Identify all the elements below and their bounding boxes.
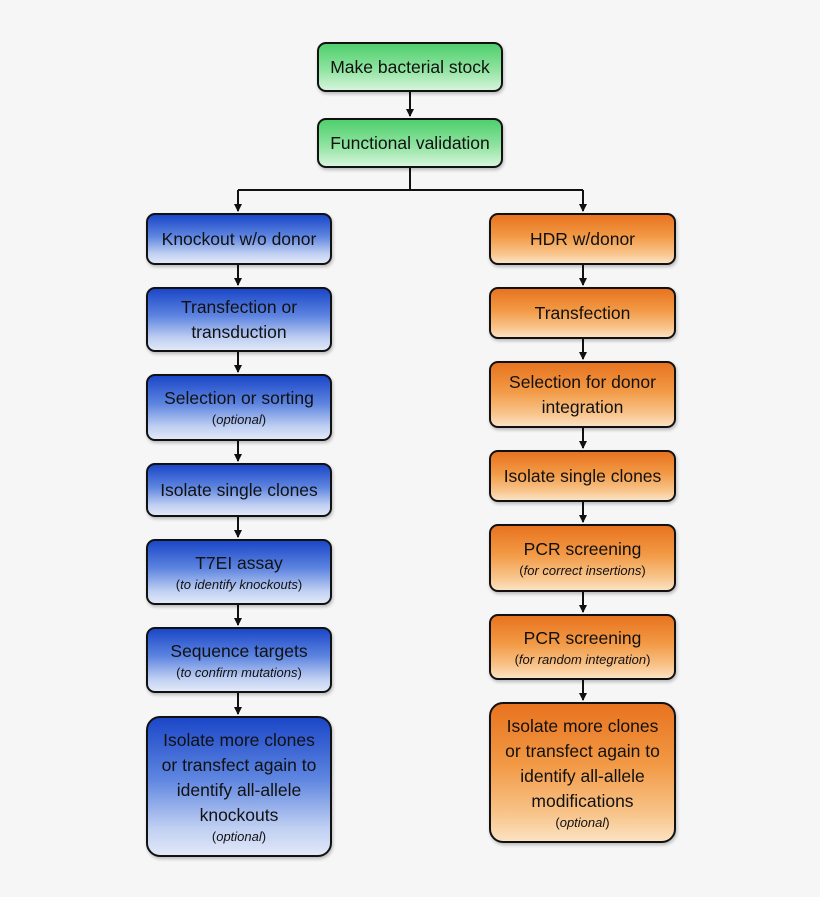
knockout-label: Knockout w/o donor — [161, 228, 317, 249]
isolate-more-clones-right-note: (optional) — [555, 814, 610, 830]
make-bacterial-stock-box: Make bacterial stock — [317, 42, 503, 92]
selection-sorting-label: Selection or sorting — [164, 388, 314, 408]
pcr-screening-random-note: (for random integration) — [514, 651, 651, 667]
selection-sorting-box: Selection or sorting (optional) — [146, 374, 332, 441]
sequence-targets-label: Sequence targets — [170, 640, 308, 661]
pcr-screening-insertions-note: (for correct insertions) — [519, 562, 646, 578]
isolate-more-clones-left-label: Isolate more clones or transfect again t… — [161, 729, 317, 825]
pcr-screening-random-box: PCR screening (for random integration) — [489, 614, 676, 680]
isolate-more-clones-left-box: Isolate more clones or transfect again t… — [146, 716, 332, 857]
pcr-screening-insertions-box: PCR screening (for correct insertions) — [489, 524, 676, 592]
knockout-box: Knockout w/o donor — [146, 213, 332, 265]
isolate-single-clones-right-box: Isolate single clones — [489, 450, 676, 502]
isolate-single-clones-left-box: Isolate single clones — [146, 463, 332, 517]
isolate-more-clones-right-label: Isolate more clones or transfect again t… — [505, 715, 660, 811]
make-bacterial-stock-label: Make bacterial stock — [330, 56, 490, 77]
transfection-right-box: Transfection — [489, 287, 676, 339]
transfection-right-label: Transfection — [534, 302, 631, 323]
functional-validation-box: Functional validation — [317, 118, 503, 168]
sequence-targets-box: Sequence targets (to confirm mutations) — [146, 627, 332, 693]
pcr-screening-insertions-label: PCR screening — [523, 538, 642, 559]
t7ei-assay-note: (to identify knockouts) — [175, 576, 303, 592]
isolate-more-clones-left-note: (optional) — [211, 828, 267, 844]
t7ei-assay-box: T7EI assay (to identify knockouts) — [146, 539, 332, 605]
isolate-single-clones-left-label: Isolate single clones — [160, 479, 318, 500]
selection-sorting-note: (optional) — [211, 412, 267, 427]
pcr-screening-random-label: PCR screening — [523, 627, 642, 648]
hdr-donor-label: HDR w/donor — [529, 228, 636, 249]
hdr-donor-box: HDR w/donor — [489, 213, 676, 265]
isolate-more-clones-right-box: Isolate more clones or transfect again t… — [489, 702, 676, 843]
transfection-transduction-box: Transfection or transduction — [146, 287, 332, 352]
sequence-targets-note: (to confirm mutations) — [176, 664, 302, 680]
selection-donor-integration-box: Selection for donor integration — [489, 361, 676, 428]
transfection-transduction-label: Transfection or transduction — [180, 296, 298, 342]
isolate-single-clones-right-label: Isolate single clones — [503, 465, 662, 486]
selection-donor-integration-label: Selection for donor integration — [509, 371, 656, 417]
functional-validation-label: Functional validation — [330, 132, 490, 153]
t7ei-assay-label: T7EI assay — [195, 552, 283, 573]
